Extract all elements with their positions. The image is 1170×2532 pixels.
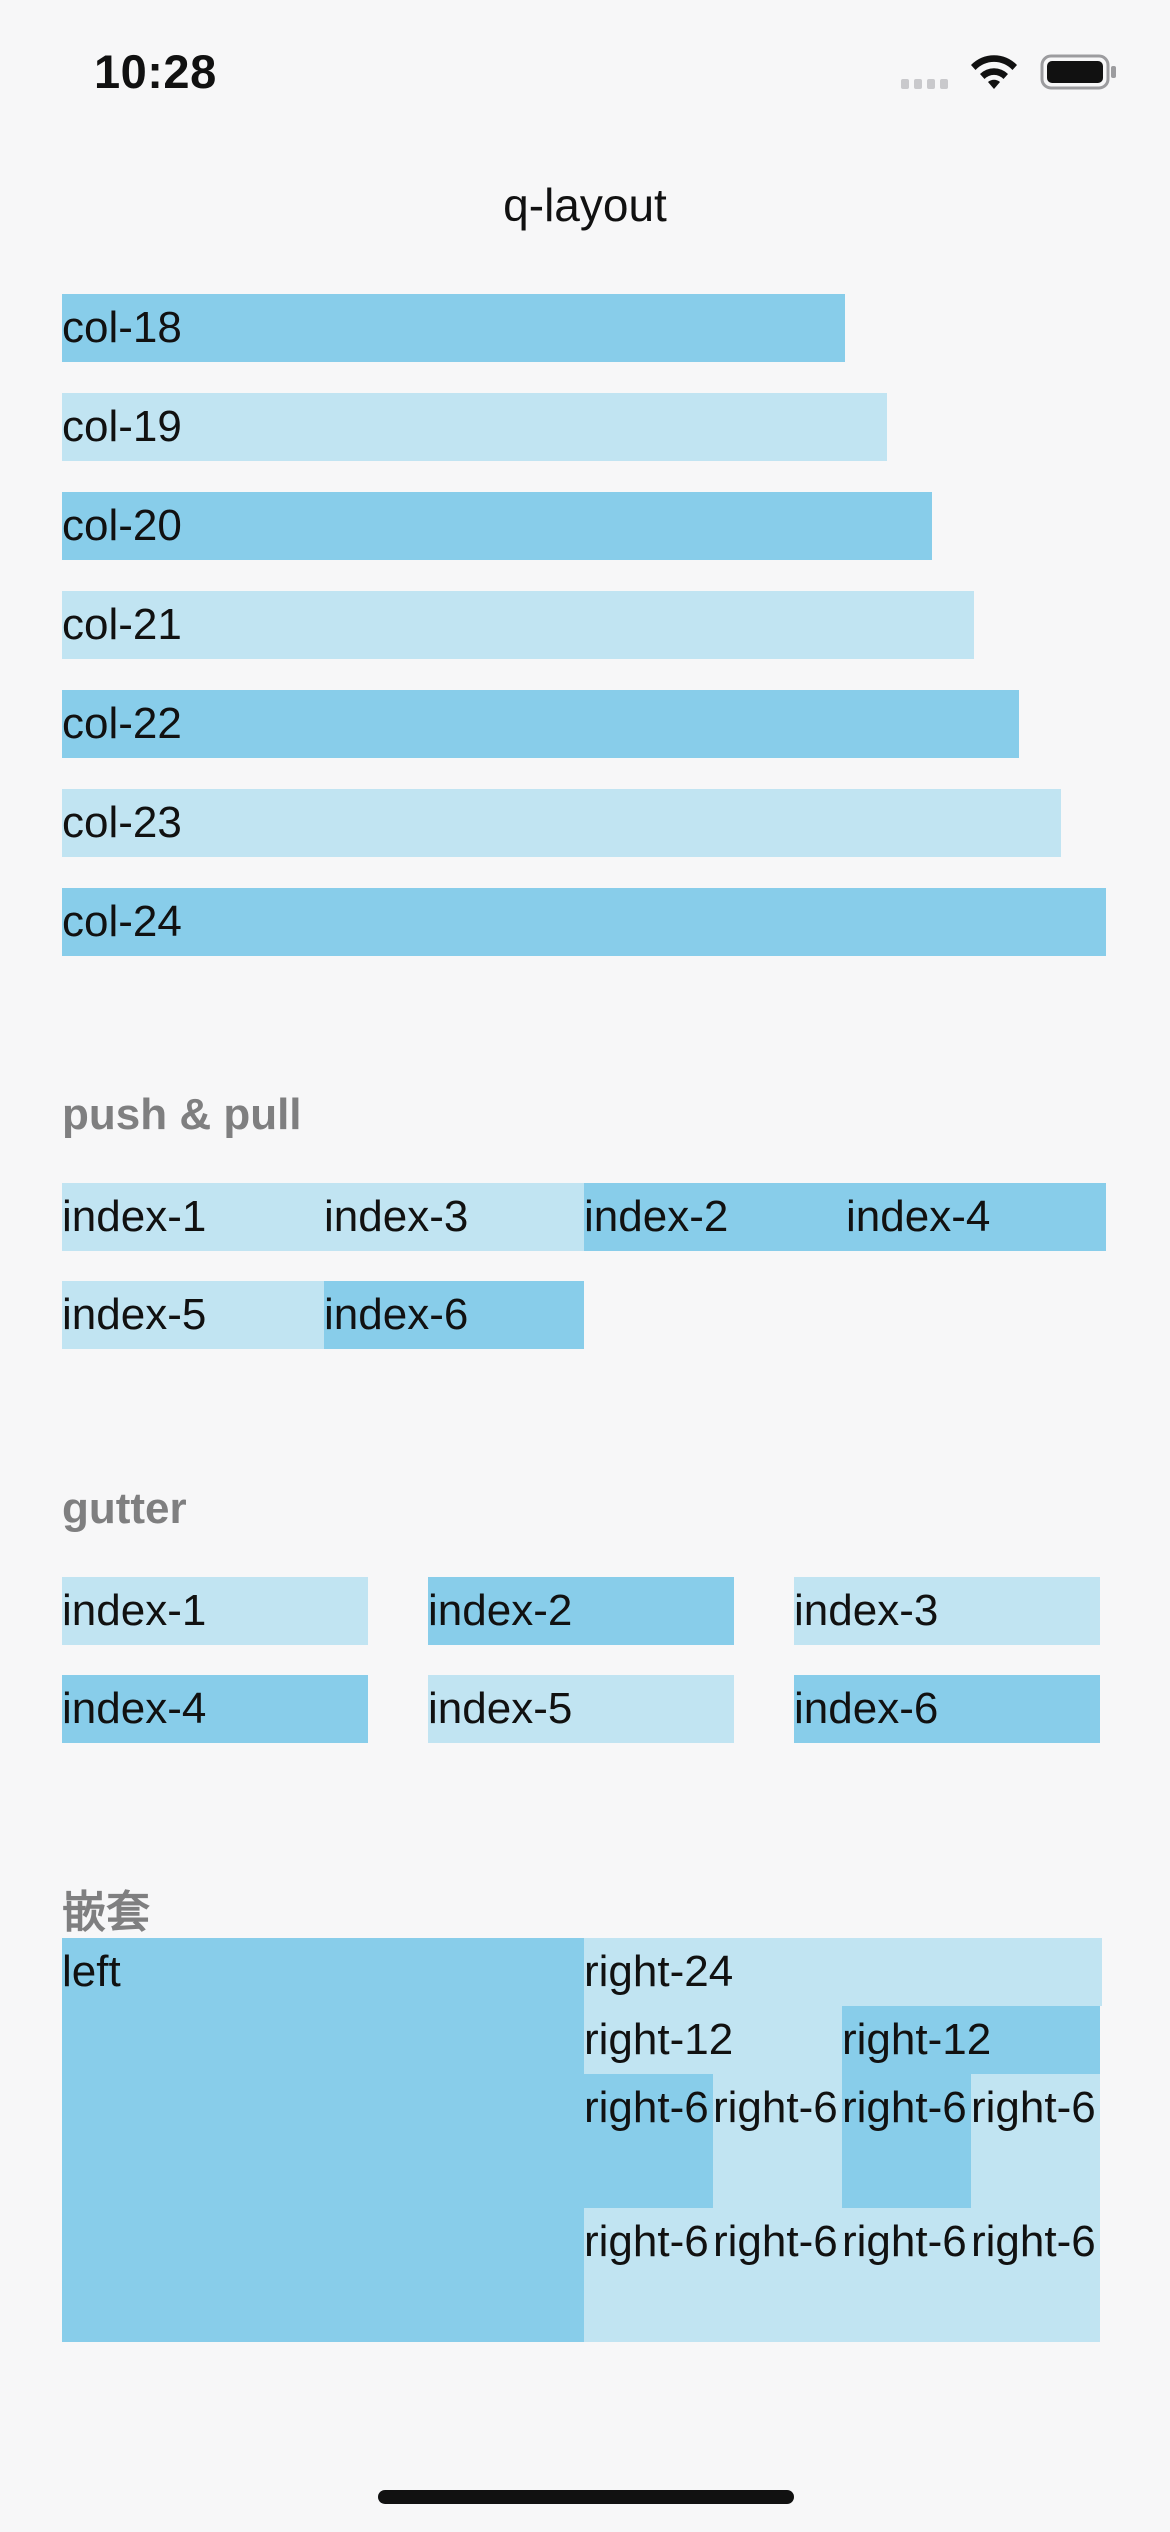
page-title: q-layout [503,179,667,231]
status-icons [901,52,1118,92]
cell-label: right-6 [584,2083,709,2132]
status-time: 10:28 [94,45,217,98]
cell-label: right-6 [842,2083,967,2132]
gutter-cell: index-1 [62,1577,368,1645]
section-title-gutter: gutter [62,1484,187,1533]
push-pull-cell: index-6 [324,1281,584,1349]
column-bar-col-19: col-19 [62,393,887,461]
cell-label: index-2 [428,1586,573,1635]
column-bar-col-20: col-20 [62,492,932,560]
cell-label: index-2 [584,1192,729,1241]
column-bar-label: col-20 [62,501,182,550]
cell-label: right-24 [584,1947,734,1996]
cellular-signal-icon [901,55,948,89]
cell-label: right-6 [971,2083,1096,2132]
nested-right-12-cell: right-12 [842,2006,1100,2074]
section-title-push-pull: push & pull [62,1090,302,1139]
cell-label: right-6 [971,2217,1096,2266]
cell-label: index-4 [846,1192,991,1241]
column-bar-col-18: col-18 [62,294,845,362]
column-bar-label: col-19 [62,402,182,451]
column-bar-col-24: col-24 [62,888,1106,956]
push-pull-cell: index-2 [584,1183,846,1251]
nested-right-6-cell: right-6 [971,2074,1100,2208]
gutter-cell: index-5 [428,1675,734,1743]
nested-right-6-cell: right-6 [971,2208,1100,2342]
nested-right-6-cell: right-6 [713,2074,842,2208]
nested-right-6-cell: right-6 [584,2074,713,2208]
gutter-cell: index-2 [428,1577,734,1645]
cell-label: right-6 [713,2083,838,2132]
home-indicator[interactable] [378,2490,794,2504]
column-bar-label: col-23 [62,798,182,847]
column-bar-label: col-22 [62,699,182,748]
nested-left-cell: left [62,1938,584,2342]
column-bar-col-21: col-21 [62,591,974,659]
cell-label: left [62,1947,121,1996]
cell-label: right-12 [842,2015,992,2064]
cell-label: index-5 [62,1290,207,1339]
cell-label: index-5 [428,1684,573,1733]
nested-right-6-cell: right-6 [584,2208,713,2342]
push-pull-cell: index-3 [324,1183,584,1251]
cell-label: right-6 [842,2217,967,2266]
cell-label: index-6 [794,1684,939,1733]
column-bar-col-23: col-23 [62,789,1061,857]
gutter-cell: index-3 [794,1577,1100,1645]
nested-right-24-cell: right-24 [584,1938,1102,2006]
nested-right-6-cell: right-6 [842,2074,971,2208]
gutter-cell: index-6 [794,1675,1100,1743]
section-title-nested: 嵌套 [62,1888,150,1937]
cell-label: index-1 [62,1192,207,1241]
cell-label: index-6 [324,1290,469,1339]
cell-label: index-3 [794,1586,939,1635]
cell-label: index-4 [62,1684,207,1733]
push-pull-cell: index-4 [846,1183,1106,1251]
column-bar-label: col-24 [62,897,182,946]
cell-label: right-6 [584,2217,709,2266]
nested-right-12-cell: right-12 [584,2006,842,2074]
cell-label: index-1 [62,1586,207,1635]
cell-label: index-3 [324,1192,469,1241]
column-bar-label: col-21 [62,600,182,649]
nested-right-6-cell: right-6 [713,2208,842,2342]
status-bar: 10:28 [0,0,1170,140]
cell-label: right-12 [584,2015,734,2064]
push-pull-cell: index-5 [62,1281,324,1349]
cell-label: right-6 [713,2217,838,2266]
battery-icon [1040,54,1116,90]
gutter-cell: index-4 [62,1675,368,1743]
column-bar-col-22: col-22 [62,690,1019,758]
nested-right-6-cell: right-6 [842,2208,971,2342]
push-pull-cell: index-1 [62,1183,324,1251]
wifi-icon [971,55,1017,89]
column-bar-label: col-18 [62,303,182,352]
